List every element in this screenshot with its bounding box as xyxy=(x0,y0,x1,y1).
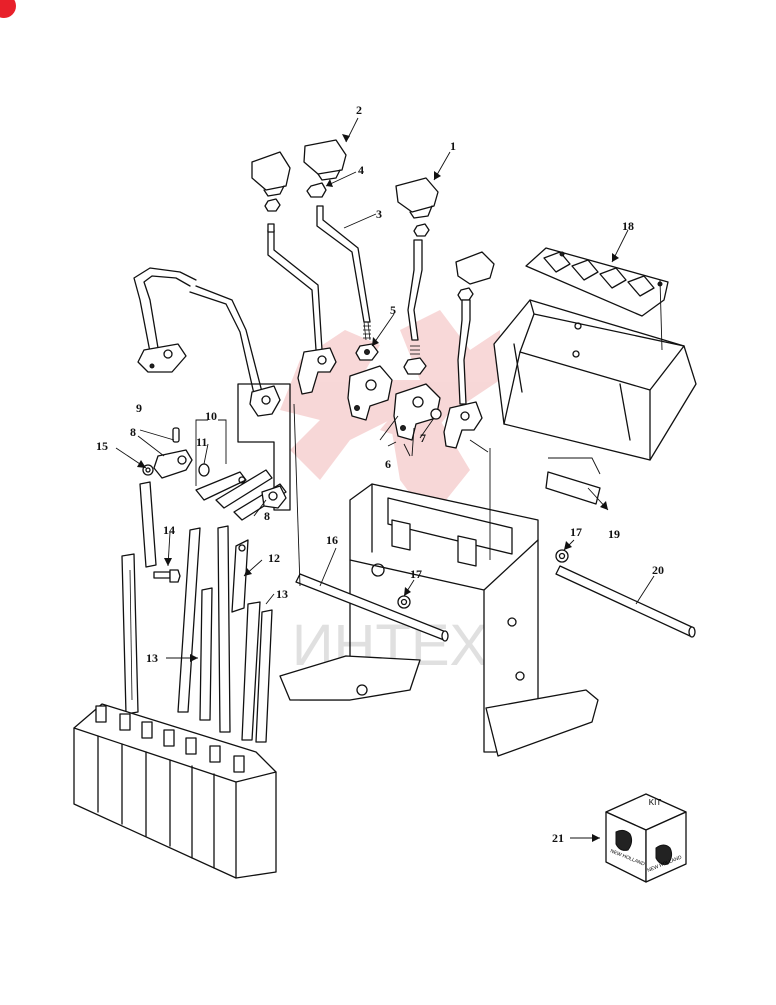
callout-label: 13 xyxy=(276,587,288,601)
lever-right xyxy=(443,299,483,449)
callout-label: 6 xyxy=(385,457,391,471)
callout-label: 11 xyxy=(196,435,207,449)
callout-label: 16 xyxy=(326,533,338,547)
knob-left xyxy=(251,151,291,197)
pin-item-9 xyxy=(172,427,180,443)
callout-label: 18 xyxy=(622,219,634,233)
knob-item-2 xyxy=(303,139,347,181)
lever-left xyxy=(267,223,337,395)
pin-item-7 xyxy=(430,408,442,420)
shaft-item-20 xyxy=(555,565,696,638)
callout-label: 8 xyxy=(264,509,270,523)
callout-label: 3 xyxy=(376,207,382,221)
knob-right xyxy=(455,251,495,285)
pivot-block-right xyxy=(393,383,441,441)
rods-item-13 xyxy=(121,481,273,743)
washer-item-11 xyxy=(198,463,210,477)
nut-center-lower xyxy=(403,357,427,375)
nut-center xyxy=(413,223,430,237)
leader-arrowheads xyxy=(137,134,619,842)
lever-item-3 xyxy=(316,205,371,341)
callout-label: 7 xyxy=(420,431,426,445)
callout-label: 8 xyxy=(130,425,136,439)
nut-right xyxy=(457,287,474,301)
callout-label: 4 xyxy=(358,163,364,177)
pivot-block-left xyxy=(347,365,393,421)
rod-item-12 xyxy=(231,539,249,613)
console-housing xyxy=(493,299,697,461)
callout-label: 5 xyxy=(390,303,396,317)
callout-label: 12 xyxy=(268,551,280,565)
callout-label: 2 xyxy=(356,103,362,117)
nut-item-5 xyxy=(355,343,379,361)
callout-label: 13 xyxy=(146,651,158,665)
callout-label: 14 xyxy=(163,523,175,537)
cover-plate-item-18 xyxy=(525,247,669,317)
decal-item-19 xyxy=(545,471,601,505)
link-arm-item-8-upper xyxy=(153,449,193,479)
mounting-bracket-frame xyxy=(279,483,599,757)
kit-box-item-21: KIT NEW HOLLAND NEW HOLLAND xyxy=(605,793,687,883)
callout-label: 17 xyxy=(570,525,582,539)
nut-item-4 xyxy=(306,182,327,198)
callout-label: 19 xyxy=(608,527,620,541)
callout-labels: 2 1 3 4 5 6 7 8 8 9 10 11 12 13 13 14 15… xyxy=(96,103,664,845)
callout-label: 17 xyxy=(410,567,422,581)
clip-item-17-right xyxy=(555,549,569,563)
callout-label: 15 xyxy=(96,439,108,453)
callout-label: 9 xyxy=(136,401,142,415)
shaft-item-16 xyxy=(295,573,449,642)
callout-label: 1 xyxy=(450,139,456,153)
handrail-assembly xyxy=(133,267,281,417)
control-valve-bank xyxy=(73,703,277,879)
callout-label: 20 xyxy=(652,563,664,577)
clip-item-17-left xyxy=(397,595,411,609)
nut-left xyxy=(264,198,281,212)
bolt-item-14 xyxy=(153,569,181,583)
corner-badge xyxy=(0,0,16,18)
backing-plate xyxy=(237,383,291,511)
leader-lines xyxy=(115,117,663,839)
kit-label: KIT xyxy=(649,798,662,807)
callout-label: 21 xyxy=(552,831,564,845)
knob-item-1 xyxy=(395,177,439,219)
callout-label: 10 xyxy=(205,409,217,423)
lever-center xyxy=(407,239,423,355)
